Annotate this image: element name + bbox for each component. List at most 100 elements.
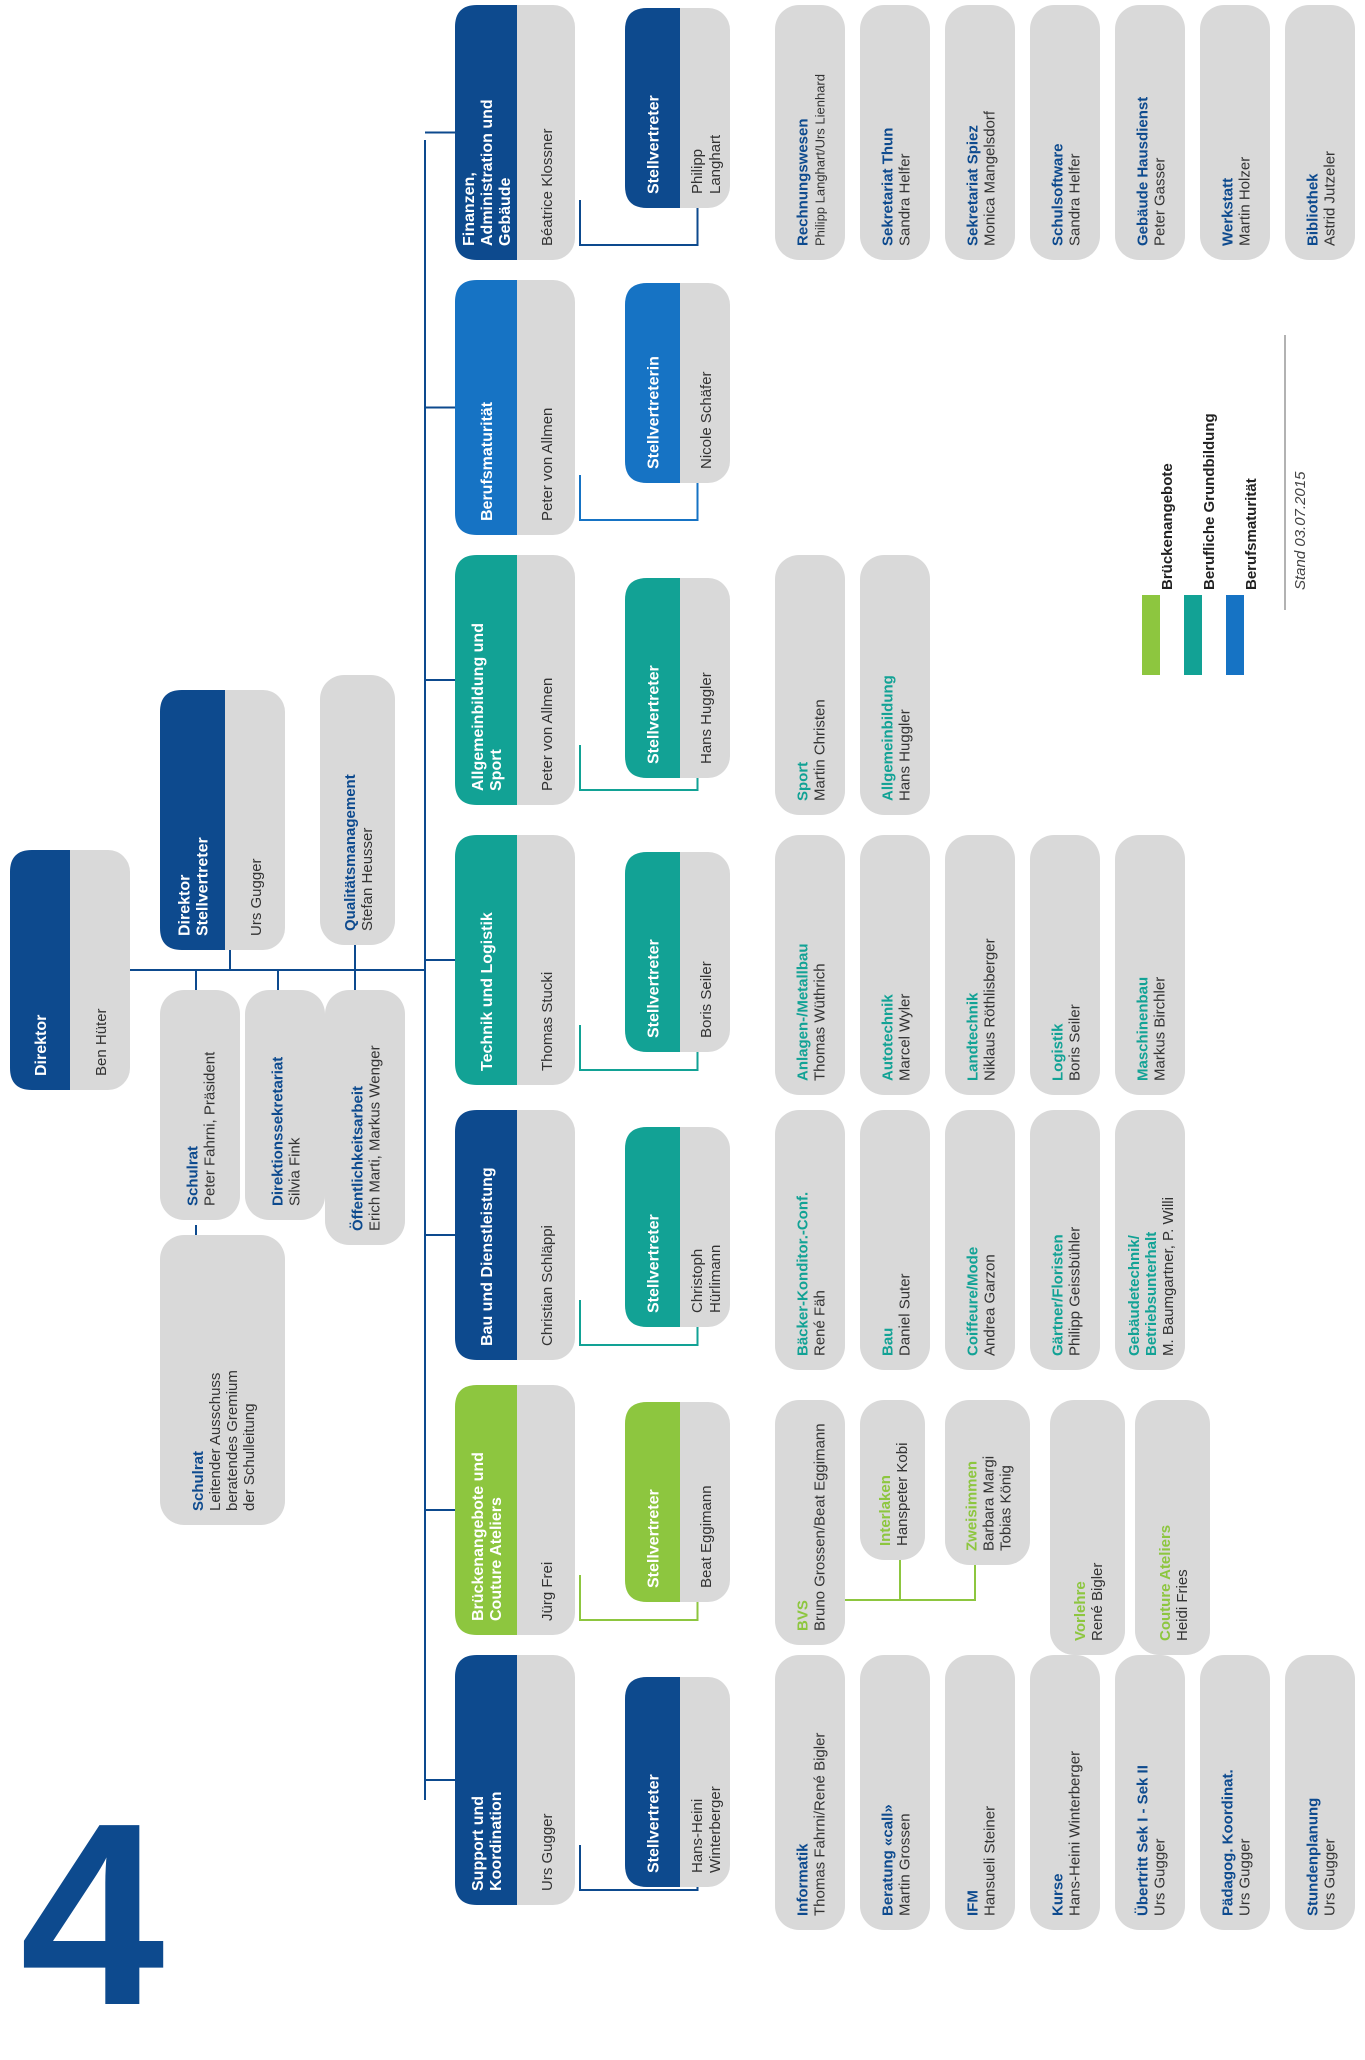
zweisimmen-box-name: Tobias König [998,1465,1015,1551]
qualitaetsmanagement-name: Stefan Heusser [359,828,376,931]
department-0-title: Koordination [488,1791,505,1891]
bau-unit-0: Bäcker-Konditor.-Conf.René Fäh [775,1110,845,1370]
support-unit-4-name: Urs Gugger [1152,1838,1169,1916]
bau-unit-4-name: M. Baumgartner, P. Willi [1160,1197,1177,1356]
deputy-0-name: Winterberger [707,1786,724,1873]
oeffentlichkeitsarbeit-bg [325,990,405,1245]
bau-unit-1-title: Bau [880,1328,897,1356]
bau-unit-2-name: Andrea Garzon [982,1254,999,1356]
bau-unit-0-name: René Fäh [812,1290,829,1356]
support-unit-4-title: Übertritt Sek I - Sek II [1135,1765,1152,1916]
schulrat-big-bg [160,1235,285,1525]
finanz-unit-3-name: Sandra Helfer [1067,153,1084,246]
finanz-unit-4-title: Gebäude Hausdienst [1135,97,1152,246]
support-unit-6-bg [1285,1655,1355,1930]
deputy-0-name: Hans-Heini [689,1799,706,1873]
support-unit-1-title: Beratung «call» [880,1804,897,1916]
allgemein-unit-1-bg [860,555,930,815]
deputy-2-name: Christoph [689,1249,706,1313]
direktor-stellvertreter-box-title: Direktor [177,875,194,936]
deputy-6-name: Philipp [689,149,706,194]
deputy-4-title: Stellvertreter [646,665,663,764]
couture-box-title: Couture Ateliers [1157,1525,1174,1641]
bau-unit-0-title: Bäcker-Konditor.-Conf. [795,1192,812,1356]
technik-unit-3-name: Boris Seiler [1067,1004,1084,1081]
bvs-box-name: Bruno Grossen/Beat Eggimann [812,1423,829,1631]
technik-unit-1-title: Autotechnik [880,994,897,1081]
technik-unit-2-name: Niklaus Röthlisberger [982,938,999,1081]
technik-unit-1-name: Marcel Wyler [897,994,914,1081]
deputy-5-title: Stellvertreterin [646,356,663,469]
bau-unit-3-name: Philipp Geissbühler [1067,1227,1084,1356]
oeffentlichkeitsarbeit-name: Erich Marti, Markus Wenger [367,1045,384,1231]
department-4-band [455,555,517,805]
stand-date: Stand 03.07.2015 [1292,471,1309,590]
finanz-unit-1-title: Sekretariat Thun [880,128,897,246]
support-unit-6-name: Urs Gugger [1322,1838,1339,1916]
bvs-box-title: BVS [795,1600,812,1631]
deputy-2-band [625,1127,680,1327]
direktionssekretariat-title: Direktionssekretariat [270,1057,287,1206]
bau-unit-3-title: Gärtner/Floristen [1050,1234,1067,1356]
finanz-unit-3-title: Schulsoftware [1050,143,1067,246]
support-unit-5-bg [1200,1655,1270,1930]
bau-unit-4-title: Betriebsunterhalt [1143,1232,1160,1356]
deputy-3-name: Boris Seiler [698,961,715,1038]
technik-unit-2-title: Landtechnik [965,992,982,1081]
bau-unit-1-name: Daniel Suter [897,1273,914,1356]
finanz-unit-6-bg [1285,5,1355,260]
finanz-unit-4-bg [1115,5,1185,260]
vorlehre-box-title: Vorlehre [1072,1581,1089,1641]
support-unit-2-name: Hansueli Steiner [982,1806,999,1916]
finanz-unit-0-name: Philipp Langhart/Urs Lienhard [813,74,828,246]
deputy-2-name: Hürlimann [707,1245,724,1313]
support-unit-0-name: Thomas Fahrni/René Bigler [812,1733,829,1916]
page-number: 4 [20,1770,165,2060]
direktor-box-band [10,850,70,1090]
support-unit-2-bg [945,1655,1015,1930]
bau-unit-2-bg [945,1110,1015,1370]
finanz-unit-1-bg [860,5,930,260]
schulrat-big-name: beratendes Gremium [224,1370,241,1511]
department-0-name: Urs Gugger [539,1813,556,1891]
couture-box-name: Heidi Fries [1174,1569,1191,1641]
department-0-band [455,1655,517,1905]
department-2-title: Bau und Dienstleistung [479,1167,496,1346]
finanz-unit-0-title: Rechnungswesen [795,118,812,246]
deputy-4-band [625,578,680,778]
direktionssekretariat-name: Silvia Fink [287,1137,304,1206]
deputy-6-name: Langhart [707,134,724,194]
schulrat-big-title: Schulrat [190,1451,207,1511]
deputy-4-name: Hans Huggler [698,672,715,764]
department-4-title: Sport [488,749,505,791]
bau-unit-3-bg [1030,1110,1100,1370]
qualitaetsmanagement-title: Qualitätsmanagement [342,774,359,931]
deputy-5-band [625,283,680,483]
deputy-0-band [625,1677,680,1887]
support-unit-3-name: Hans-Heini Winterberger [1067,1751,1084,1916]
technik-unit-0-title: Anlagen-/Metallbau [795,943,812,1081]
department-6-title: Administration und [479,99,496,246]
finanz-unit-5-title: Werkstatt [1220,178,1237,246]
finanz-unit-2-name: Monica Mangelsdorf [982,110,999,246]
zweisimmen-box-bg [945,1400,1030,1565]
